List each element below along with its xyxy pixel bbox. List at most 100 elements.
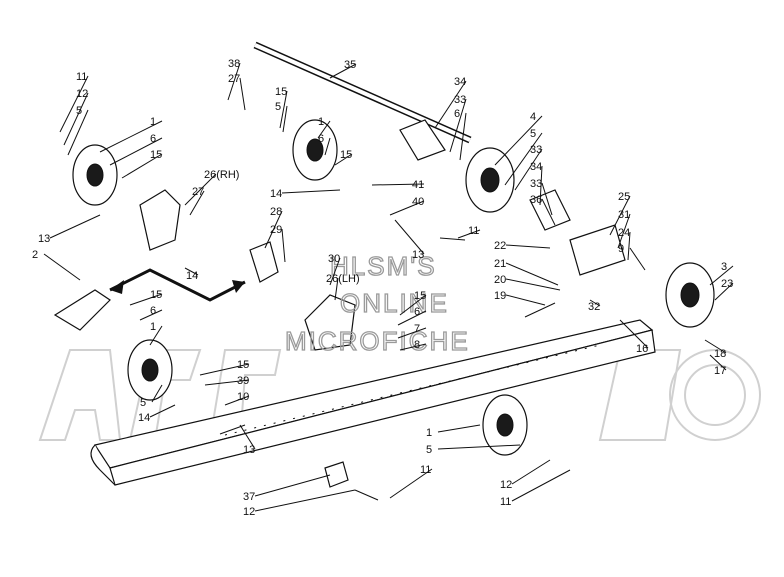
callout-label: 33: [530, 144, 542, 156]
callout-label: 14: [186, 270, 198, 282]
callout-leader: [504, 132, 543, 186]
callout-leader: [505, 294, 546, 306]
callout-label: 6: [150, 133, 156, 145]
callout-leader: [511, 459, 551, 485]
callout-label: 39: [237, 375, 249, 387]
callout-label: 15: [150, 149, 162, 161]
main-shaft: [253, 41, 472, 144]
arm-2: [53, 289, 111, 331]
callout-label: 38: [228, 58, 240, 70]
callout-label: 34: [454, 76, 466, 88]
callout-leader: [324, 137, 331, 156]
callout-leader: [264, 210, 283, 249]
callout-label: 12: [76, 88, 88, 100]
callout-label: 40: [412, 196, 424, 208]
callout-leader: [449, 98, 467, 153]
callout-leader: [397, 327, 427, 339]
callout-label: 32: [588, 301, 600, 313]
callout-leader: [59, 75, 89, 133]
callout-label: 5: [530, 128, 536, 140]
callout-label: 11: [468, 225, 479, 237]
callout-label: 13: [243, 444, 255, 456]
callout-leader: [457, 229, 481, 239]
callout-label: 15: [340, 149, 352, 161]
callout-leader: [151, 384, 163, 403]
watermark-line-3: MICROFICHE: [285, 326, 470, 356]
callout-leader: [541, 198, 556, 226]
idler-wheel-lower-left: [127, 339, 173, 401]
callout-leaders: [43, 62, 734, 512]
callout-label: 22: [494, 240, 506, 252]
callout-leader: [709, 265, 734, 286]
plate-25: [569, 224, 626, 276]
callout-leader: [609, 195, 631, 236]
callout-leader: [399, 294, 427, 316]
callout-label: 5: [275, 101, 281, 113]
callout-leader: [317, 120, 331, 139]
callout-leader: [511, 469, 571, 502]
slide-rail: [90, 319, 656, 486]
callout-leader: [281, 189, 341, 194]
callout-label: 29: [270, 224, 282, 236]
microfiche-watermark: HLSM'S ONLINE MICROFICHE: [284, 250, 470, 356]
callout-leader: [619, 319, 649, 349]
callout-leader: [43, 253, 81, 281]
callout-label: 5: [140, 397, 146, 409]
callout-label: 15: [414, 290, 426, 302]
callout-leader: [204, 379, 250, 386]
callout-label: 33: [454, 94, 466, 106]
callout-leader: [281, 228, 286, 263]
callout-leader: [49, 214, 101, 239]
idler-wheel-upper-right: [465, 147, 515, 213]
callout-label: 2: [32, 249, 38, 261]
callout-leader: [397, 310, 427, 326]
callout-label: 36: [530, 194, 542, 206]
callout-leader: [149, 404, 176, 418]
callout-label: 4: [530, 111, 536, 123]
callout-label: 18: [714, 348, 726, 360]
callout-label: 26(LH): [326, 273, 360, 285]
callout-leader: [184, 173, 217, 206]
callout-label: 15: [275, 86, 287, 98]
callout-leader: [514, 148, 543, 191]
callout-labels: 11125161526(RH)2713214282938271553516151…: [32, 58, 733, 518]
watermark-line-2: ONLINE: [340, 288, 449, 318]
callout-leader: [617, 213, 631, 249]
callout-label: 15: [237, 359, 249, 371]
idler-wheel-upper-left: [72, 144, 118, 206]
callout-label: 17: [714, 365, 726, 377]
callout-leader: [539, 165, 543, 206]
callout-label: 7: [414, 323, 420, 335]
callout-label: 13: [412, 249, 424, 261]
callout-label: 37: [243, 491, 255, 503]
callout-leader: [282, 105, 288, 133]
callout-label: 14: [270, 188, 282, 200]
callout-leader: [224, 395, 250, 406]
callout-label: 16: [636, 343, 648, 355]
callout-label: 21: [494, 258, 506, 270]
callout-leader: [139, 309, 163, 321]
callout-leader: [254, 489, 356, 512]
callout-label: 35: [344, 59, 356, 71]
callout-leader: [121, 153, 163, 179]
callout-label: 6: [318, 133, 324, 145]
callout-label: 34: [530, 161, 542, 173]
callout-label: 14: [138, 412, 150, 424]
callout-leader: [329, 63, 357, 79]
callout-leader: [109, 137, 163, 166]
callout-label: 1: [150, 116, 156, 128]
callout-label: 11: [500, 496, 511, 508]
bracket-26-rh: [139, 189, 181, 251]
callout-leader: [437, 424, 481, 433]
callout-leader: [394, 219, 425, 255]
callout-leader: [505, 278, 561, 291]
callout-leader: [714, 282, 734, 301]
idler-wheel-upper-center: [292, 119, 338, 181]
callout-label: 12: [243, 506, 255, 518]
callout-label: 8: [414, 339, 420, 351]
callout-label: 23: [721, 278, 733, 290]
callout-leader: [67, 109, 89, 156]
callout-leader: [99, 120, 163, 153]
callout-leader: [334, 277, 339, 301]
